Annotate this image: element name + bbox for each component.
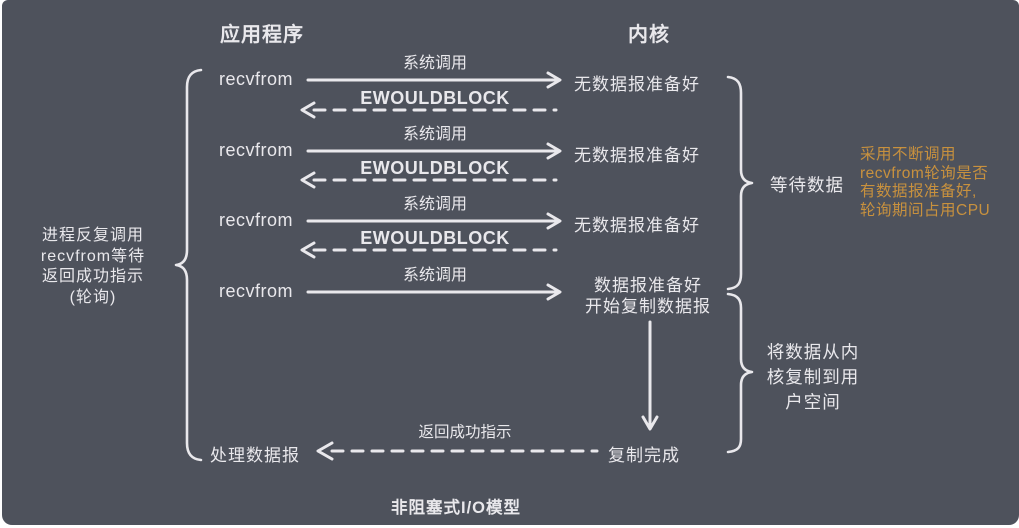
application-column-header: 应用程序 [220, 24, 304, 46]
diagram-caption: 非阻塞式I/O模型 [390, 499, 521, 517]
ewouldblock-label-1: EWOULDBLOCK [360, 88, 510, 108]
recvfrom-call-2: recvfrom [219, 140, 294, 160]
recvfrom-call-3: recvfrom [219, 210, 294, 230]
copy-note-line-2: 核复制到用 [766, 367, 860, 387]
copy-complete-label: 复制完成 [608, 446, 680, 465]
syscall-label-3: 系统调用 [402, 196, 467, 213]
process-datagram-label: 处理数据报 [210, 446, 300, 465]
polling-note-line-3: 返回成功指示 [41, 268, 144, 285]
kernel-column-header: 内核 [628, 24, 670, 46]
annotation-line-4: 轮询期间占用CPU [860, 201, 991, 219]
annotation-line-2: recvfrom轮询是否 [860, 164, 989, 182]
kernel-state-1: 无数据报准备好 [574, 75, 700, 94]
copy-note-line-3: 户空间 [785, 392, 841, 412]
datagram-ready-label: 数据报准备好 [594, 276, 702, 295]
polling-note-line-2: recvfrom等待 [40, 247, 146, 265]
kernel-state-3: 无数据报准备好 [574, 216, 700, 235]
copy-note-line-1: 将数据从内 [766, 342, 860, 362]
wait-data-label: 等待数据 [770, 175, 844, 195]
kernel-state-4: 数据报准备好 开始复制数据报 [563, 275, 733, 317]
polling-note: 进程反复调用 recvfrom等待 返回成功指示 (轮询) [18, 226, 168, 308]
syscall-label-2: 系统调用 [402, 126, 467, 143]
recvfrom-call-1: recvfrom [219, 69, 294, 89]
ewouldblock-label-2: EWOULDBLOCK [360, 158, 510, 178]
polling-note-line-4: (轮询) [69, 288, 117, 306]
syscall-label-4: 系统调用 [402, 267, 467, 284]
syscall-label-1: 系统调用 [402, 55, 467, 72]
copy-to-user-note: 将数据从内 核复制到用 户空间 [761, 340, 865, 415]
ewouldblock-label-3: EWOULDBLOCK [360, 228, 510, 248]
start-copy-label: 开始复制数据报 [585, 297, 711, 316]
cpu-polling-annotation: 采用不断调用 recvfrom轮询是否 有数据报准备好, 轮询期间占用CPU [860, 146, 990, 220]
return-success-label: 返回成功指示 [418, 424, 512, 441]
recvfrom-call-4: recvfrom [219, 281, 294, 301]
annotation-line-3: 有数据报准备好, [860, 183, 977, 200]
annotation-line-1: 采用不断调用 [860, 146, 957, 163]
kernel-state-2: 无数据报准备好 [574, 146, 700, 165]
polling-note-line-1: 进程反复调用 [41, 227, 144, 244]
